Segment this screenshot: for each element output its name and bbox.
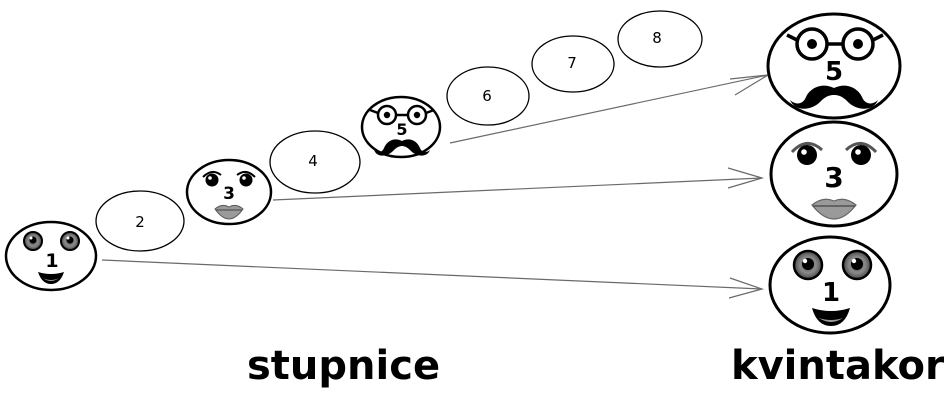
scale-degree-4-number: 4 <box>308 152 318 170</box>
mustache-icon <box>790 85 878 109</box>
scale-degree-7: 7 <box>531 35 615 93</box>
eye-icon <box>205 173 219 187</box>
scale-degree-6-number: 6 <box>482 87 492 105</box>
scale-degree-5-face: 5 <box>360 95 442 159</box>
scale-degree-1-number: 1 <box>45 250 58 272</box>
scale-degree-6: 6 <box>446 66 530 126</box>
scale-degree-8: 8 <box>617 10 703 68</box>
chord-tone-1-number: 1 <box>822 278 840 308</box>
scale-degree-2: 2 <box>95 190 185 252</box>
scale-degree-3-face: 3 <box>185 158 273 226</box>
scale-label: stupnice <box>247 343 441 389</box>
scale-degree-7-number: 7 <box>567 54 577 72</box>
scale-degree-3-number: 3 <box>223 184 235 204</box>
scale-degree-8-number: 8 <box>652 29 662 47</box>
scale-degree-2-number: 2 <box>135 213 145 231</box>
arrow-3-connector <box>272 167 765 201</box>
smile-mouth-icon <box>38 272 64 284</box>
chord-tone-3-face: 3 <box>769 120 899 228</box>
chord-tone-3-number: 3 <box>824 161 843 194</box>
lips-icon <box>214 204 244 220</box>
lips-icon <box>811 198 857 220</box>
glasses-icon <box>369 104 435 126</box>
scale-degree-4: 4 <box>269 130 361 194</box>
chord-tone-5-number: 5 <box>825 57 843 87</box>
chord-label: kvintakord <box>731 343 944 389</box>
chord-tone-1-face: 1 <box>768 235 892 335</box>
scale-degree-5-number: 5 <box>396 120 407 139</box>
eye-icon <box>239 173 253 187</box>
chord-tone-5-face: 5 <box>766 12 902 120</box>
smile-mouth-icon <box>812 308 850 326</box>
mustache-icon <box>374 139 430 156</box>
eye-icon <box>797 145 817 165</box>
arrow-1-connector <box>101 259 765 299</box>
eye-icon <box>851 145 871 165</box>
glasses-icon <box>786 27 884 61</box>
scale-degree-1-face: 1 <box>4 220 98 292</box>
